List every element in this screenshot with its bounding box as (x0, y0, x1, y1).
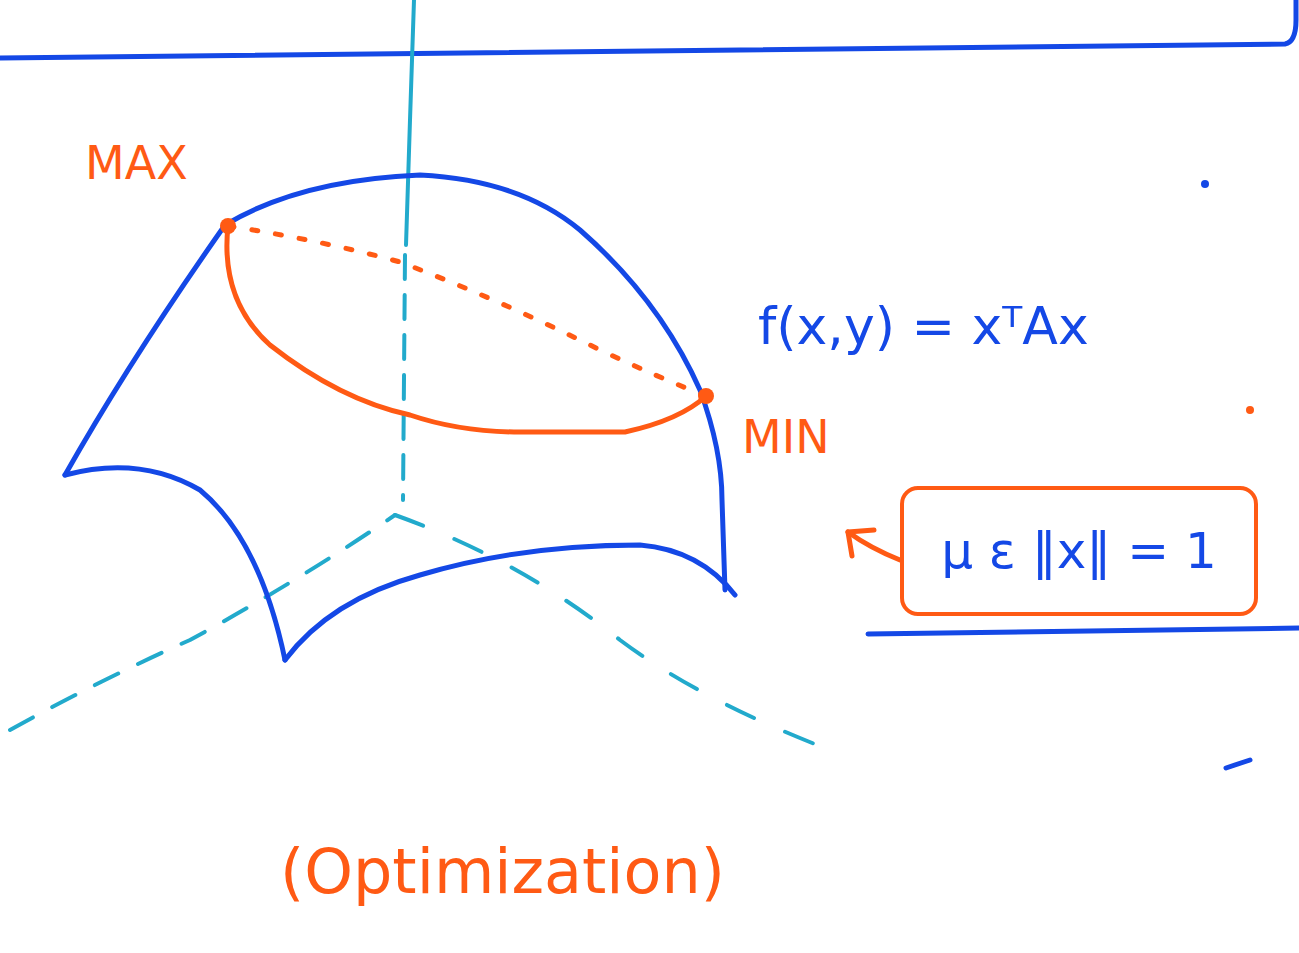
caption-note: (Optimization) (280, 838, 725, 906)
max-label: MAX (85, 138, 188, 189)
constraint-box: μ ε ‖x‖ = 1 (900, 486, 1258, 616)
constraint-text: μ ε ‖x‖ = 1 (941, 524, 1217, 579)
function-label: f(x,y) = xᵀAx (758, 298, 1089, 355)
min-label: MIN (742, 412, 830, 463)
